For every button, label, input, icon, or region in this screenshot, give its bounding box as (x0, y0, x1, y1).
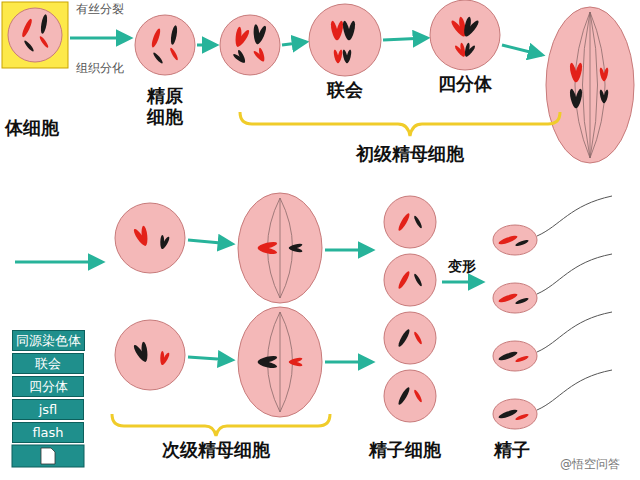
stage-label: @悟空问答 (560, 458, 620, 472)
stage-label: 精子细胞 (369, 440, 441, 461)
synapsis-cell (309, 4, 381, 76)
button-text: flash (32, 425, 63, 440)
stage-label: 初级精母细胞 (356, 144, 464, 165)
bracket (112, 414, 330, 436)
sperm-cells (493, 196, 612, 429)
stage-label: 精子 (494, 440, 530, 461)
menu-button: 四分体 (12, 376, 84, 397)
stage-label: 体细胞 (5, 118, 59, 139)
menu-button: flash (12, 422, 84, 443)
primary-spermatocyte-cell (220, 15, 280, 75)
menu-button: 同源染色体 (12, 330, 85, 351)
stage-label: 精原细胞 (145, 86, 185, 127)
bracket (240, 112, 560, 136)
stage-label: 有丝分裂 (76, 3, 124, 17)
stage-label: 四分体 (438, 74, 492, 95)
meiosis-one-cell (546, 7, 634, 163)
secondary-spermatocyte-cells (115, 203, 185, 390)
spermatid-cells (384, 196, 436, 422)
menu-button: jsfl (12, 399, 84, 420)
stage-label: 次级精母细胞 (162, 440, 270, 461)
meiosis-two-cells (238, 193, 322, 417)
tetrad-cell (430, 0, 500, 70)
button-text: 四分体 (29, 378, 68, 396)
menu-button: 联会 (12, 353, 84, 374)
stage-label: 联会 (327, 80, 363, 101)
stage-label: 变形 (448, 258, 476, 274)
button-text: jsfl (39, 402, 58, 417)
button-text: 联会 (35, 355, 61, 373)
button-text: 同源染色体 (16, 332, 81, 350)
spermatogonium-cell (135, 15, 195, 75)
stage-label: 组织分化 (76, 62, 124, 76)
somatic-cell (2, 2, 68, 68)
file-icon (12, 445, 84, 467)
